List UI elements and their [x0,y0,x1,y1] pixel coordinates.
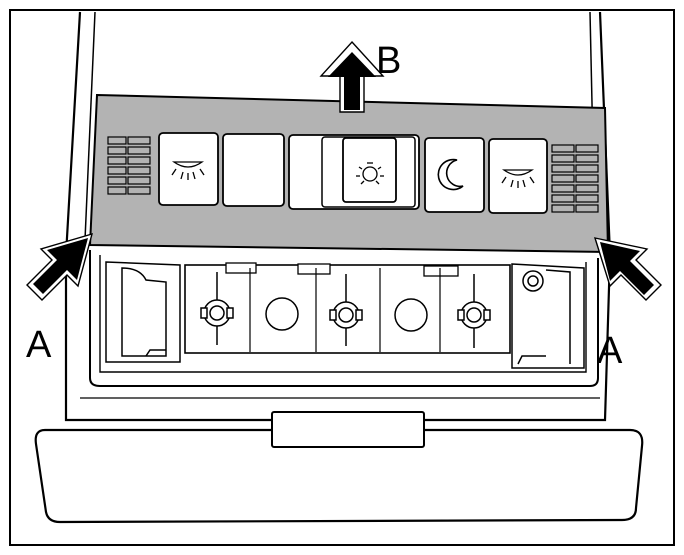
right-clip [511,263,585,369]
bulb-socket-3 [457,274,491,348]
reading-light-icon [171,161,205,180]
reading-light-icon-right [501,169,535,188]
arrow-up-b [319,40,385,113]
label-b: B [376,40,402,82]
night-button [424,137,485,213]
bulb-1 [265,297,299,331]
housing-inner-line-left [84,11,96,241]
left-grille [107,136,151,195]
reading-light-button-right [488,138,548,214]
bulb-socket-2 [329,274,363,346]
bulb-socket-1 [200,272,234,345]
reading-light-button-left [158,132,219,206]
right-grille [551,144,599,213]
interior-light-icon [356,162,384,185]
blank-button [222,133,285,207]
left-clip [105,261,181,363]
board-dividers [249,268,441,352]
lens-cover [34,428,644,524]
arrow-right-a [593,237,662,301]
label-a-left: A [26,324,52,366]
board-tabs [225,262,459,277]
night-moon-icon [437,158,464,191]
lamp-carrier-outer [89,250,599,387]
arrow-left-a [26,232,94,301]
figure-frame [9,9,675,546]
bulb-2 [394,298,428,332]
lens-cover-tab [271,411,425,448]
label-a-right: A [597,330,623,372]
lamp-carrier-inner [99,255,587,373]
